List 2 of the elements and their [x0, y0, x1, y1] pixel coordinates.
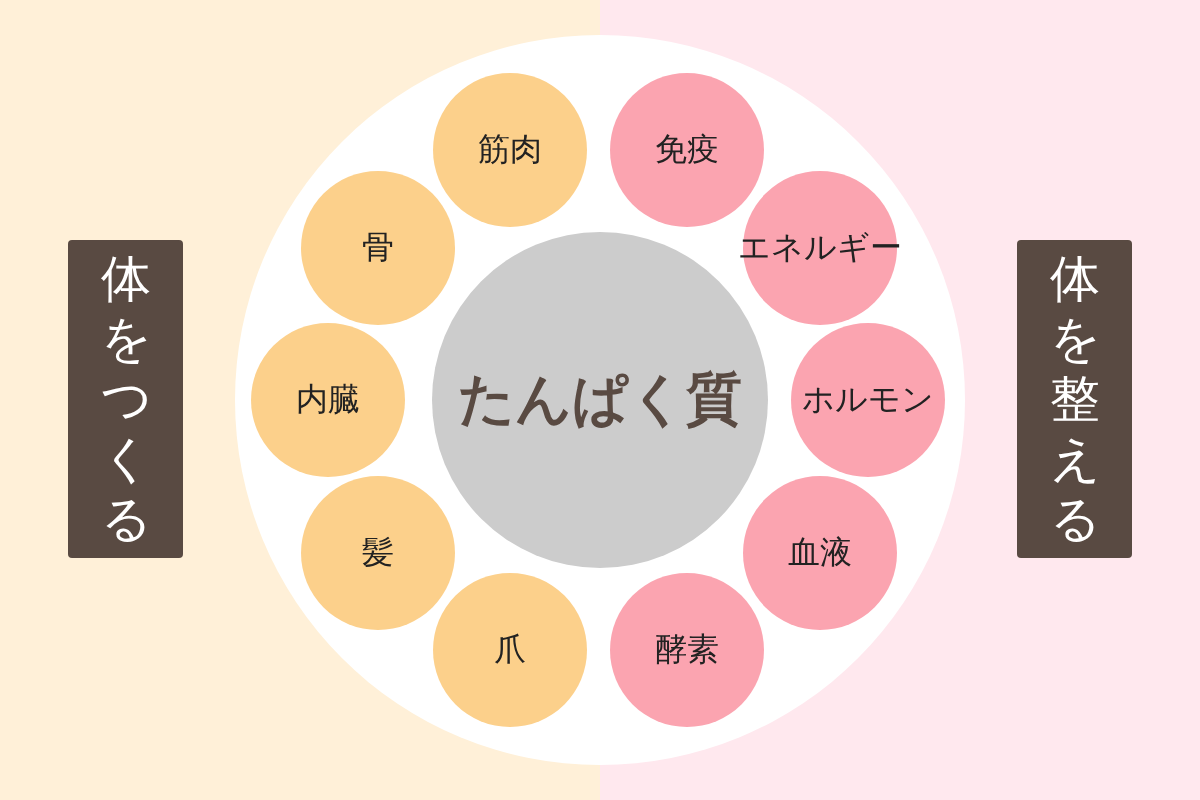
- category-label: 体を整える: [1017, 240, 1132, 558]
- category-label: 体をつくる: [68, 240, 183, 558]
